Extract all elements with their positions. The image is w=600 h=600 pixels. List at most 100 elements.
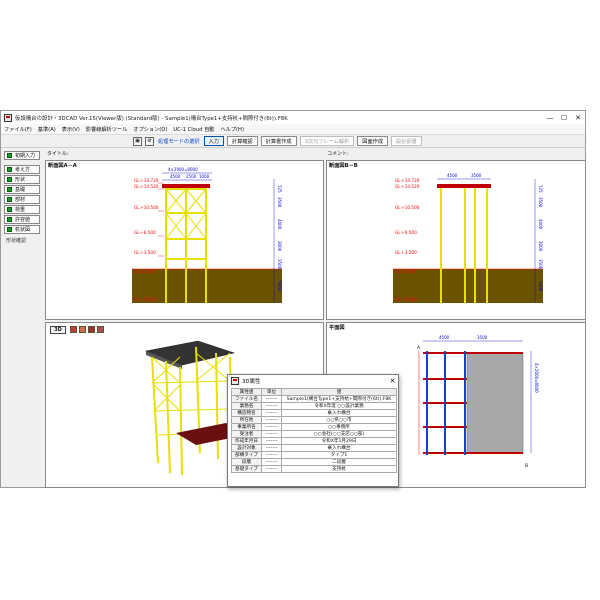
svg-text:GL＋14.720: GL＋14.720 — [395, 178, 420, 183]
svg-text:GL－5.000: GL－5.000 — [395, 297, 417, 302]
status-dot-icon — [7, 153, 12, 158]
menu-help[interactable]: ヘルプ(H) — [220, 126, 244, 133]
sidebar-item-pile[interactable]: 杭状図 — [4, 225, 40, 234]
level-labels: GL＋14.720 GL＋14.520 GL＋10.500 GL＋6.500 G… — [395, 178, 420, 302]
section-b-title: 断面図B－B — [329, 163, 358, 169]
svg-text:5000: 5000 — [277, 281, 282, 292]
svg-text:GL＋6.500: GL＋6.500 — [134, 230, 156, 235]
maximize-button[interactable]: ☐ — [560, 113, 568, 122]
svg-text:3000: 3000 — [538, 241, 543, 252]
cube-top-icon[interactable] — [88, 326, 95, 333]
status-dot-icon — [7, 227, 12, 232]
menu-influence-tool[interactable]: 影響線解析ツール — [85, 126, 128, 133]
svg-text:GL＋14.720: GL＋14.720 — [134, 178, 159, 183]
design-survey-button[interactable]: 設計調書 — [391, 136, 422, 146]
section-b-panel[interactable]: 断面図B－B GL＋14.720 GL＋14.520 GL＋10.500 GL＋… — [326, 160, 586, 320]
table-row: ファイル名-------Sample1(構台Type1+支持杭+間際付き(6t)… — [231, 395, 397, 403]
sidebar-item-foundation[interactable]: 基礎 — [4, 185, 40, 194]
plan-title: 平面図 — [329, 325, 345, 331]
svg-text:4000: 4000 — [277, 219, 282, 230]
svg-text:3500: 3500 — [277, 197, 282, 208]
svg-text:GL＋10.500: GL＋10.500 — [395, 205, 420, 210]
properties-table: 属性値 単位 値 ファイル名-------Sample1(構台Type1+支持杭… — [231, 388, 397, 473]
frame-members — [440, 187, 488, 303]
svg-text:3500: 3500 — [471, 173, 482, 178]
svg-text:4500: 4500 — [170, 174, 181, 179]
svg-text:B: B — [525, 463, 528, 469]
drawing-button[interactable]: 図面作成 — [357, 136, 389, 146]
status-dot-icon — [7, 217, 12, 222]
cube-side-icon[interactable] — [79, 326, 86, 333]
plan-dims: 4500 3500 4×2000=8000 — [439, 335, 539, 393]
plan-marks: A B — [417, 345, 528, 469]
status-dot-icon — [7, 207, 12, 212]
input-button[interactable]: 入力 — [203, 136, 224, 146]
settings-icon[interactable]: ⚙ — [145, 136, 154, 146]
app-window: 仮設構台の設計・3DCAD Ver.15(Viewer版) (Standard版… — [0, 110, 586, 488]
table-row: 部構タイプ-------タイプ1 — [231, 451, 397, 459]
section-a-drawing: GL＋14.720 GL＋14.520 GL＋10.500 GL＋6.500 G… — [132, 167, 282, 303]
svg-text:GL＋14.520: GL＋14.520 — [395, 184, 420, 189]
title-bar: 仮設構台の設計・3DCAD Ver.15(Viewer版) (Standard版… — [1, 111, 585, 124]
close-button[interactable]: ✕ — [575, 113, 581, 122]
minimize-button[interactable]: — — [546, 113, 554, 122]
sidebar-footer-label[interactable]: 形状確認 — [6, 238, 27, 244]
header-unit: 単位 — [261, 388, 282, 396]
toolbar: ▣ ⚙ 処理モードの選択 入力 計算確認 計算書作成 3次元フレーム解析 図面作… — [1, 134, 585, 148]
section-a-panel[interactable]: 断面図A－A GL＋14.720 GL＋14.520 GL＋10.500 GL＋… — [45, 160, 324, 320]
menu-view[interactable]: 表示(V) — [61, 126, 80, 133]
svg-text:725: 725 — [277, 185, 282, 193]
svg-text:GL＋3.500: GL＋3.500 — [395, 250, 417, 255]
level-labels: GL＋14.720 GL＋14.520 GL＋10.500 GL＋6.500 G… — [134, 178, 159, 302]
table-row: 基礎タイプ-------支持杭 — [231, 465, 397, 473]
properties-dialog[interactable]: 3D属性 ✕ 属性値 単位 値 ファイル名-------Sample1(構台Ty… — [227, 374, 399, 487]
view-presets — [70, 326, 106, 333]
menu-file[interactable]: ファイル(F) — [4, 126, 32, 133]
frame-analysis-button[interactable]: 3次元フレーム解析 — [299, 136, 355, 146]
svg-text:3500: 3500 — [277, 259, 282, 270]
svg-text:A: A — [417, 345, 421, 351]
close-icon[interactable]: ✕ — [389, 376, 396, 385]
view3d-button[interactable]: 3D — [50, 326, 66, 334]
svg-text:GL±0.000: GL±0.000 — [395, 269, 416, 274]
menu-options[interactable]: オプション(O) — [133, 126, 168, 133]
sidebar-item-concept[interactable]: 考え方 — [4, 165, 40, 174]
svg-text:1000: 1000 — [199, 174, 210, 179]
calc-check-button[interactable]: 計算確認 — [226, 136, 258, 146]
sidebar-item-initial[interactable]: 初期入力 — [4, 151, 40, 160]
select-mode-icon[interactable]: ▣ — [133, 136, 142, 146]
sidebar-item-member[interactable]: 部材 — [4, 195, 40, 204]
svg-text:725: 725 — [538, 185, 543, 193]
sidebar-item-shape[interactable]: 形状 — [4, 175, 40, 184]
table-row: 事業所名-------○○事務所 — [231, 423, 397, 431]
cube-iso-icon[interactable] — [97, 326, 104, 333]
plan-drawing: 4500 3500 4×2000=8000 A B — [417, 335, 539, 469]
svg-text:5000: 5000 — [538, 281, 543, 292]
sidebar: 初期入力 考え方 形状 基礎 部材 荷重 許容値 杭状図 形状確認 — [2, 150, 42, 486]
side-dims: 725 3500 4000 3000 3500 5000 — [538, 185, 543, 292]
menu-bar: ファイル(F) 基準(A) 表示(V) 影響線解析ツール オプション(O) UC… — [1, 124, 585, 134]
app-icon — [231, 376, 239, 385]
mode-select-label: 処理モードの選択 — [158, 138, 200, 145]
svg-text:GL±0.000: GL±0.000 — [134, 269, 155, 274]
app-icon — [4, 113, 12, 122]
svg-text:GL＋6.500: GL＋6.500 — [395, 230, 417, 235]
svg-text:2500: 2500 — [186, 174, 197, 179]
sidebar-item-allowable[interactable]: 許容値 — [4, 215, 40, 224]
frame-members — [165, 187, 207, 303]
svg-text:3500: 3500 — [477, 335, 488, 340]
section-a-title: 断面図A－A — [48, 163, 77, 169]
table-row: 構造物名-------乗入れ構台 — [231, 409, 397, 417]
menu-base[interactable]: 基準(A) — [37, 126, 56, 133]
menu-cloud[interactable]: UC-1 Cloud 自動 — [173, 126, 215, 133]
report-button[interactable]: 計算書作成 — [260, 136, 297, 146]
section-b-drawing: GL＋14.720 GL＋14.520 GL＋10.500 GL＋6.500 G… — [393, 173, 543, 303]
table-row: 所在地-------○○県○○市 — [231, 416, 397, 424]
deck-area — [466, 352, 524, 454]
svg-text:4500: 4500 — [439, 335, 450, 340]
cube-front-icon[interactable] — [70, 326, 77, 333]
side-dims: 725 3500 4000 3000 3500 5000 — [277, 185, 282, 292]
svg-text:GL－5.000: GL－5.000 — [134, 297, 156, 302]
table-row: 業務名-------令和X年度 ○○設計業務 — [231, 402, 397, 410]
sidebar-item-load[interactable]: 荷重 — [4, 205, 40, 214]
